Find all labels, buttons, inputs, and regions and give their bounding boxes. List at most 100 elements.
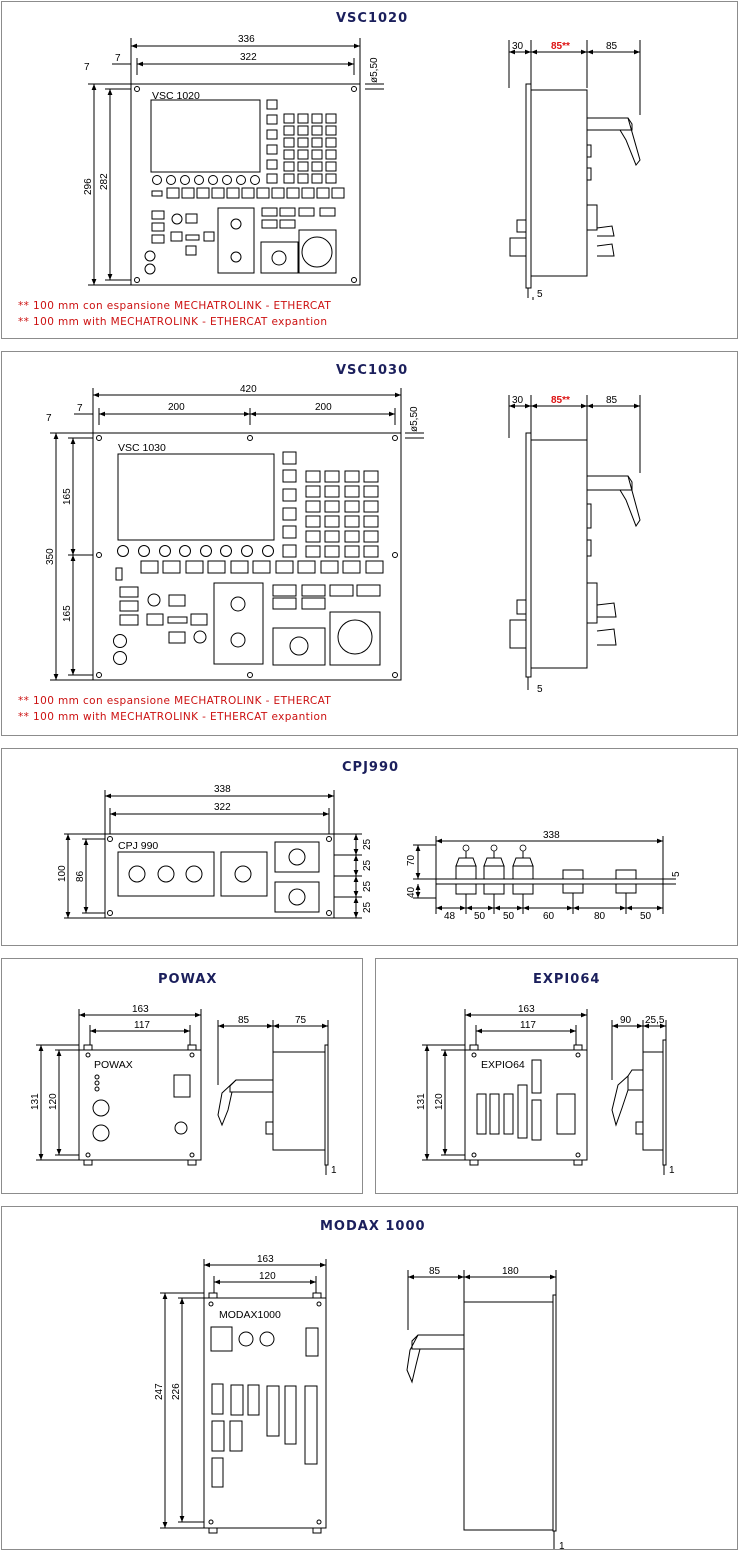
vsc1030-dim-w-half1: 200	[168, 402, 185, 413]
expi064-side-d1: 90	[620, 1015, 632, 1026]
vsc1020-dim-hole: ø5,50	[369, 57, 380, 83]
cpj990-side-s5: 80	[594, 911, 606, 922]
modax1000-side-d2: 180	[502, 1266, 519, 1277]
expi064-side-t: 1	[669, 1165, 675, 1176]
vsc1020-dim-w-inner: 322	[240, 52, 257, 63]
expi064-dim-h-total: 131	[416, 1093, 427, 1110]
powax-panel-label: POWAX	[94, 1059, 133, 1071]
vsc1020-front-view: VSC 1020	[130, 83, 361, 286]
cpj990-dim-h-inner: 86	[75, 870, 86, 882]
vsc1030-dim-h-total: 350	[45, 548, 56, 565]
vsc1030-side-d3: 85	[606, 395, 618, 406]
cpj990-side-dims: 338 70 40 5 48 50 50 60 80 50	[406, 830, 682, 922]
cpj990-front-dims: 338 322 100 86 25 25 25 25	[57, 784, 373, 919]
vsc1020-side-d1: 30	[512, 41, 524, 52]
cpj990-side-s3: 50	[503, 911, 515, 922]
powax-dim-h-inner: 120	[48, 1093, 59, 1110]
powax-title: POWAX	[158, 972, 218, 987]
vsc1020-dim-offset-vert: 7	[84, 62, 90, 73]
vsc1020-dim-w-total: 336	[238, 34, 255, 45]
powax-side-d1: 85	[238, 1015, 250, 1026]
expi064-side-view	[611, 1039, 667, 1175]
vsc1030-dim-hole: ø5,50	[409, 406, 420, 432]
cpj990-front-view: CPJ 990	[104, 833, 335, 919]
vsc1030-side-d1: 30	[512, 395, 524, 406]
cpj990-side-len: 338	[543, 830, 560, 841]
modax1000-side-t: 1	[559, 1541, 565, 1551]
vsc1020-side-dims: 30 85** 85 5	[508, 40, 641, 300]
modax1000-dim-h-total: 247	[154, 1383, 165, 1400]
vsc1030-keypad	[282, 451, 379, 558]
vsc1030-title: VSC1030	[336, 363, 409, 378]
modax1000-dim-w-total: 163	[257, 1254, 274, 1265]
expi064-title: EXPI064	[533, 972, 601, 987]
modax1000-side-dims: 85 180 1	[407, 1266, 565, 1551]
vsc1020-dim-h-total: 296	[83, 178, 94, 195]
vsc1030-dim-w-half2: 200	[315, 402, 332, 413]
vsc1030-front-dims: 420 200 200 7 7 ø5,50 350 165 165	[45, 384, 424, 681]
cpj990-joystick-2	[483, 844, 505, 895]
vsc1020-side-t: 5	[537, 289, 543, 300]
vsc1030-side-t: 5	[537, 684, 543, 695]
vsc1030-dim-offset-top: 7	[46, 413, 52, 424]
cpj990-dim-r1: 25	[362, 838, 373, 850]
expi064-dim-h-inner: 120	[434, 1093, 445, 1110]
modax1000-side-view	[406, 1294, 557, 1549]
vsc1030-front-view: VSC 1030	[92, 432, 402, 681]
modax1000-front-view: MODAX1000	[203, 1292, 327, 1534]
vsc1030-note-it: ** 100 mm con espansione MECHATROLINK - …	[18, 695, 332, 707]
cpj990-dim-r4: 25	[362, 901, 373, 913]
vsc1020-section	[1, 1, 738, 339]
powax-dim-h-total: 131	[30, 1093, 41, 1110]
modax1000-panel-label: MODAX1000	[219, 1309, 281, 1321]
vsc1030-side-d2: 85**	[551, 395, 570, 406]
vsc1020-panel-label: VSC 1020	[152, 90, 200, 102]
vsc1030-dim-h-half2: 165	[62, 605, 73, 622]
expi064-side-dims: 90 25,5 1	[611, 1015, 675, 1176]
modax1000-side-d1: 85	[429, 1266, 441, 1277]
cpj990-side-s6: 50	[640, 911, 652, 922]
vsc1030-panel-label: VSC 1030	[118, 442, 166, 454]
vsc1020-keypad	[266, 99, 337, 184]
vsc1020-side-d2: 85**	[551, 41, 570, 52]
cpj990-joystick-1	[455, 844, 477, 895]
vsc1020-side-view	[509, 83, 641, 298]
cpj990-side-view	[435, 844, 664, 895]
modax1000-title: MODAX 1000	[320, 1219, 426, 1234]
modax1000-section	[1, 1206, 738, 1550]
modax1000-dim-w-inner: 120	[259, 1271, 276, 1282]
cpj990-side-down: 40	[406, 886, 417, 898]
expi064-front-dims: 163 117 131 120	[416, 1004, 588, 1161]
expi064-side-d2: 25,5	[645, 1015, 665, 1026]
vsc1030-side-view	[509, 432, 641, 690]
vsc1020-title: VSC1020	[336, 11, 409, 26]
vsc1030-side-dims: 30 85** 85 5	[508, 395, 641, 695]
powax-side-d2: 75	[295, 1015, 307, 1026]
expi064-section	[375, 958, 738, 1194]
vsc1020-note-en: ** 100 mm with MECHATROLINK - ETHERCAT e…	[18, 316, 328, 328]
cpj990-dim-r3: 25	[362, 880, 373, 892]
vsc1030-dim-offset-left: 7	[77, 403, 83, 414]
expi064-front-view: EXPIO64	[464, 1044, 588, 1166]
vsc1030-dim-w-total: 420	[240, 384, 257, 395]
cpj990-side-t: 5	[671, 871, 682, 877]
powax-front-dims: 163 117 131 120	[30, 1004, 202, 1161]
modax1000-front-dims: 163 120 247 226	[154, 1254, 327, 1529]
vsc1020-note-it: ** 100 mm con espansione MECHATROLINK - …	[18, 300, 332, 312]
cpj990-side-s4: 60	[543, 911, 555, 922]
powax-side-view	[217, 1044, 329, 1175]
vsc1020-dim-offset: 7	[115, 53, 121, 64]
expi064-dim-w-total: 163	[518, 1004, 535, 1015]
powax-side-t: 1	[331, 1165, 337, 1176]
powax-dim-w-total: 163	[132, 1004, 149, 1015]
vsc1020-softkeys	[151, 175, 345, 199]
modax1000-dim-h-inner: 226	[171, 1383, 182, 1400]
powax-dim-w-inner: 117	[134, 1020, 150, 1031]
cpj990-side-s1: 48	[444, 911, 456, 922]
cpj990-joystick-3	[512, 844, 534, 895]
cpj990-side-up: 70	[406, 854, 417, 866]
expi064-panel-label: EXPIO64	[481, 1059, 525, 1071]
cpj990-title: CPJ990	[342, 760, 400, 775]
cpj990-dim-w-inner: 322	[214, 802, 231, 813]
